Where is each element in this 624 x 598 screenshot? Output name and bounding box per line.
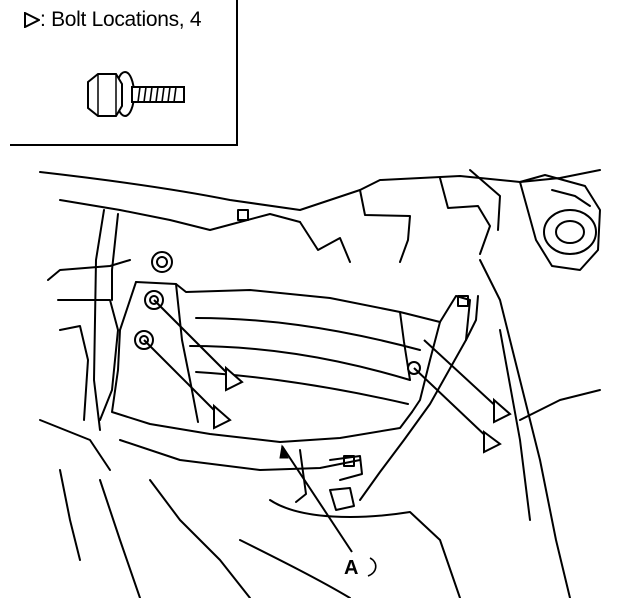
hollow-triangle-icon bbox=[24, 12, 40, 28]
triangle-marker-4 bbox=[493, 397, 512, 424]
triangle-marker-2 bbox=[213, 403, 232, 430]
bolt-1 bbox=[151, 251, 173, 273]
triangle-marker-1 bbox=[225, 365, 244, 392]
legend-box: : Bolt Locations, 4 bbox=[10, 0, 238, 146]
reservoir-cap bbox=[519, 174, 601, 271]
bolts bbox=[134, 251, 421, 375]
triangle-marker-3 bbox=[483, 430, 502, 454]
left-frame-rail bbox=[47, 259, 131, 281]
callout-a-label: A bbox=[344, 557, 358, 579]
right-bracket bbox=[359, 295, 471, 501]
background-structure-top bbox=[39, 169, 601, 211]
air-intake-duct bbox=[111, 281, 441, 443]
bolt-location-markers bbox=[213, 365, 512, 454]
legend-label: : Bolt Locations, 4 bbox=[40, 8, 202, 31]
bolt-illustration bbox=[87, 71, 185, 117]
